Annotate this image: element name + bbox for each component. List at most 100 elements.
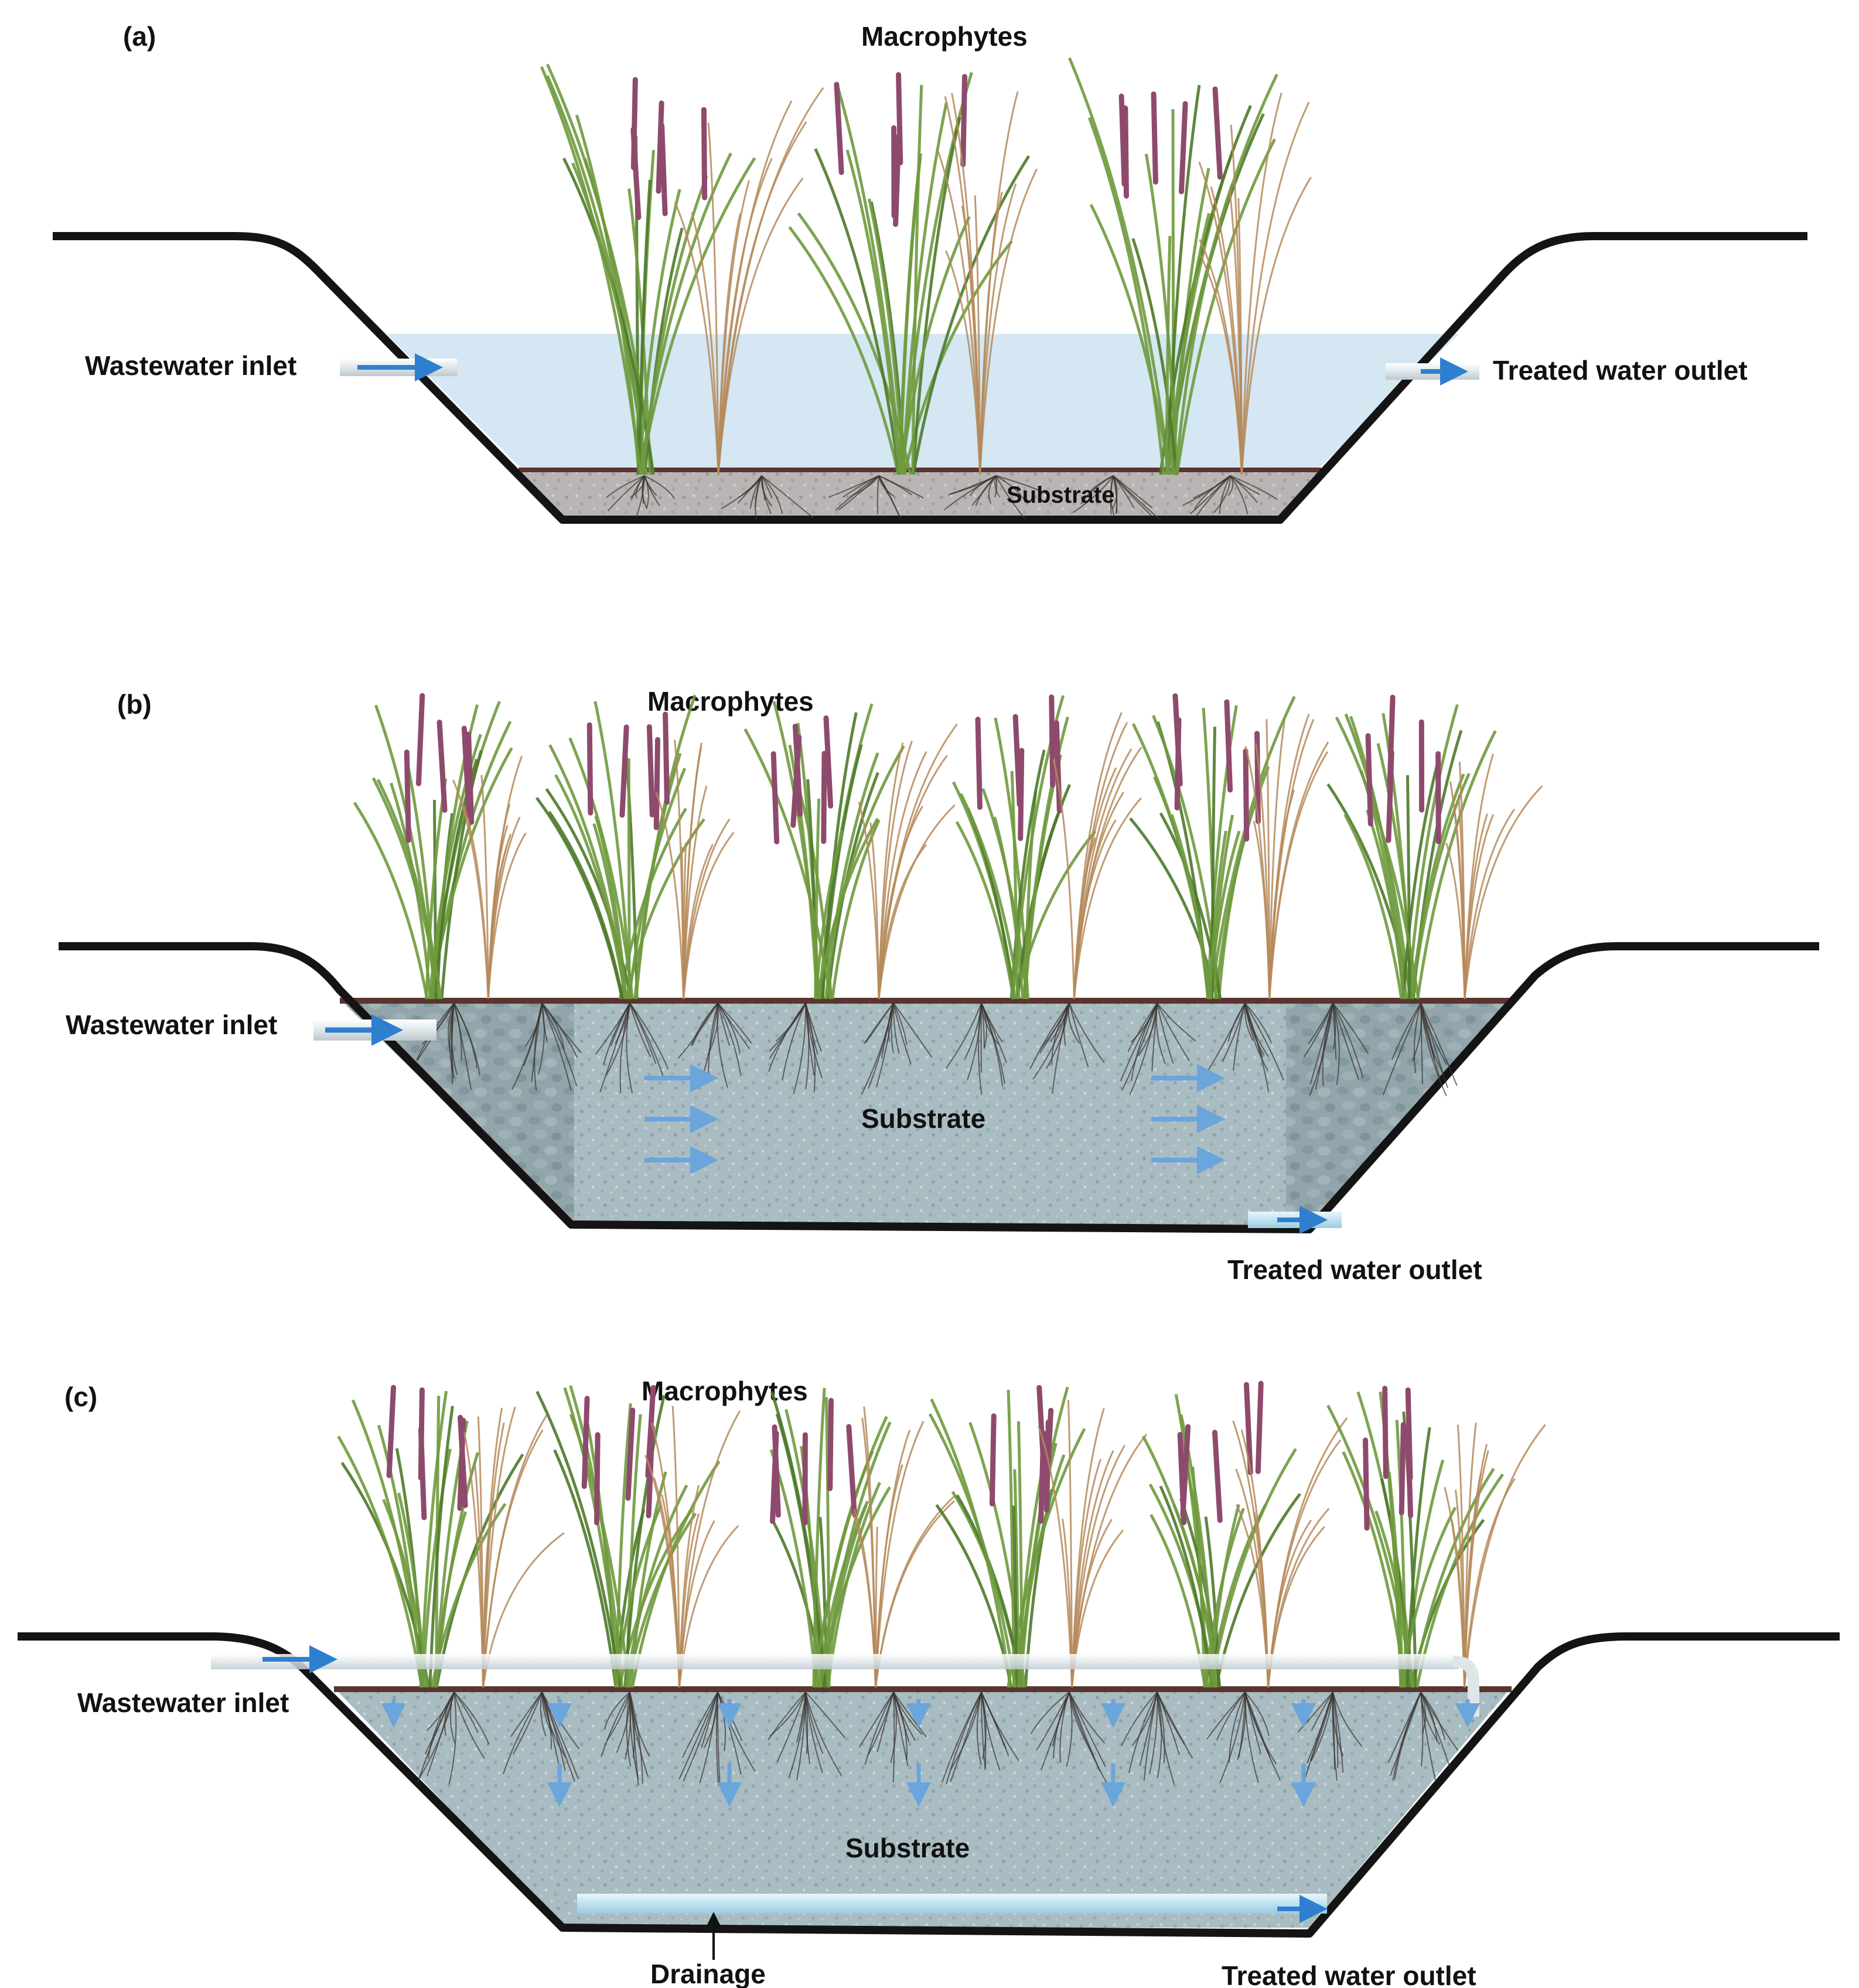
root xyxy=(717,1002,731,1046)
root xyxy=(793,1002,807,1094)
root xyxy=(1420,1002,1458,1086)
reed-flower-spike xyxy=(418,1387,425,1481)
reed-clump xyxy=(535,694,735,1000)
root-system xyxy=(1031,1692,1108,1784)
panel-b-outlet-zone xyxy=(1286,1002,1509,1225)
dry-reed-leaf xyxy=(655,792,685,1000)
root xyxy=(878,475,900,516)
reed-leaf xyxy=(594,815,627,1000)
root xyxy=(1237,1692,1246,1760)
root xyxy=(599,1002,630,1093)
reed-leaf xyxy=(1401,757,1441,1000)
root xyxy=(1309,1002,1333,1096)
reed-leaf xyxy=(569,1413,630,1688)
reed-flower-spike xyxy=(1212,1430,1223,1523)
reed-leaf xyxy=(814,830,844,1000)
root-system xyxy=(1029,1002,1105,1094)
root-system xyxy=(1303,1002,1369,1096)
root xyxy=(1121,1002,1158,1091)
reed-leaf xyxy=(1208,830,1227,1000)
root xyxy=(448,1692,457,1785)
dry-reed-leaf xyxy=(482,1413,549,1688)
reed-flower-spike xyxy=(1053,720,1062,814)
dry-reed-leaf xyxy=(707,122,719,475)
reed-clump xyxy=(1141,1380,1348,1688)
root xyxy=(981,1692,1001,1771)
reed-flower-spike xyxy=(823,715,834,809)
root xyxy=(630,475,645,500)
reed-flower-spike xyxy=(1435,751,1441,844)
root xyxy=(858,1692,894,1748)
panel-c-outlet-label: Treated water outlet xyxy=(1222,1960,1476,1988)
root xyxy=(892,1002,900,1054)
root xyxy=(1069,1692,1106,1768)
root xyxy=(538,1002,545,1075)
reed-flower-spike xyxy=(1224,699,1233,793)
dry-reed-leaf xyxy=(480,775,489,1000)
reed-leaf xyxy=(435,1453,524,1688)
root xyxy=(1029,1002,1070,1069)
root xyxy=(626,1692,632,1767)
root xyxy=(1244,1002,1284,1081)
panel-b-outlet-label: Treated water outlet xyxy=(1227,1254,1482,1285)
reed-leaf xyxy=(772,701,821,1000)
reed-leaf xyxy=(535,1390,622,1688)
root xyxy=(427,1692,455,1759)
reed-leaf xyxy=(1191,1466,1206,1688)
reed-flower-spike xyxy=(770,751,780,845)
root xyxy=(865,1002,894,1043)
root xyxy=(981,1002,987,1049)
root xyxy=(1157,1692,1162,1778)
root xyxy=(707,1002,719,1056)
dry-reed-leaf xyxy=(936,149,981,475)
root xyxy=(947,475,997,496)
reed-leaf xyxy=(568,737,635,1000)
panel-b-macrophytes-label: Macrophytes xyxy=(647,686,814,717)
reed-leaf xyxy=(548,810,625,1000)
root-system xyxy=(606,475,675,518)
root xyxy=(888,1002,894,1042)
root xyxy=(1069,1002,1089,1068)
root xyxy=(1382,1002,1421,1096)
root xyxy=(444,1692,455,1736)
reed-leaf xyxy=(743,728,833,1000)
root-system xyxy=(941,1692,1019,1784)
reed-leaf xyxy=(627,768,687,1000)
panel-a: (a) Macrophytes Wastewater inlet Treated… xyxy=(53,21,1807,524)
root xyxy=(1113,475,1153,517)
reed-flower-spike xyxy=(846,1424,857,1518)
dry-reed-leaf xyxy=(878,755,948,1000)
root xyxy=(1069,1692,1094,1756)
reed-leaf xyxy=(428,1406,454,1688)
dry-reed-leaf xyxy=(1073,722,1128,1000)
root xyxy=(1233,1002,1246,1071)
reed-flower-spike xyxy=(1365,733,1373,827)
reed-flower-spike xyxy=(436,720,448,813)
reed-leaf xyxy=(899,216,971,475)
reed-leaf xyxy=(637,189,681,475)
reed-flower-spike xyxy=(1255,1380,1264,1474)
reed-clump xyxy=(540,63,824,475)
reed-flower-spike xyxy=(827,1397,834,1491)
root xyxy=(1309,1002,1333,1085)
reed-flower-spike xyxy=(1382,1386,1389,1479)
root xyxy=(805,1692,842,1776)
reed-leaf xyxy=(1174,184,1234,475)
root xyxy=(1420,1692,1427,1734)
reed-leaf xyxy=(1144,154,1179,475)
root xyxy=(1190,475,1231,514)
root xyxy=(1110,475,1115,516)
dry-reed-leaf xyxy=(878,724,958,1000)
reed-leaf xyxy=(1406,775,1411,1000)
reed-leaf xyxy=(1010,770,1019,1000)
dry-reed-leaf xyxy=(1456,1424,1466,1688)
root-system xyxy=(1387,1692,1459,1782)
root xyxy=(531,1002,543,1082)
root xyxy=(1219,475,1231,514)
root xyxy=(805,1692,824,1754)
reed-flower-spike xyxy=(975,717,983,810)
root xyxy=(994,475,1001,498)
reed-flower-spike xyxy=(630,77,638,171)
dry-reed-leaf xyxy=(462,804,489,1000)
reed-flower-spike xyxy=(989,1413,997,1507)
